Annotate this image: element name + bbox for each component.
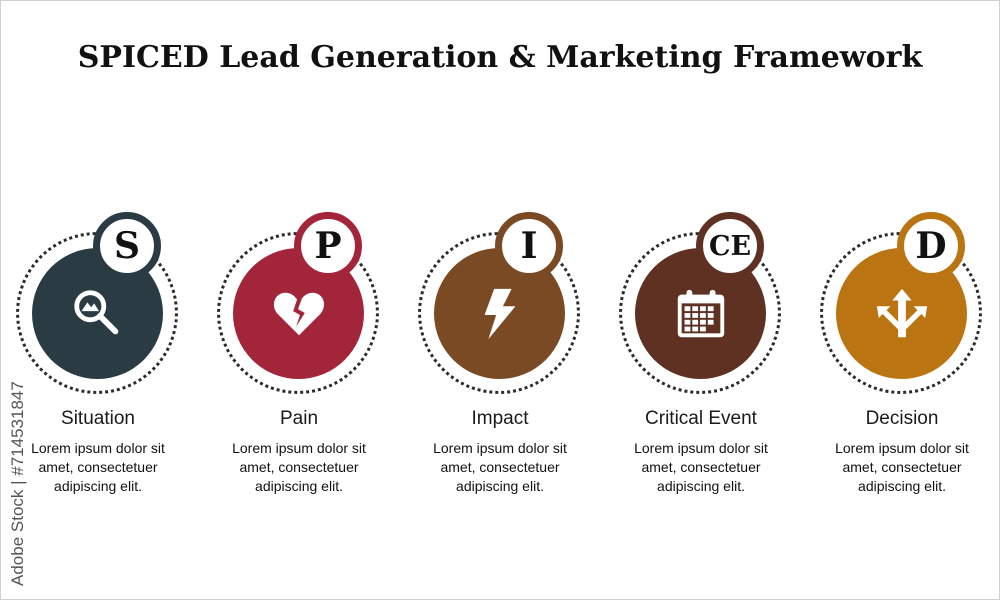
magnifier-icon xyxy=(73,289,118,334)
letter-badge-s: S xyxy=(93,212,161,280)
item-description: Lorem ipsum dolor sit amet, consectetuer… xyxy=(433,440,567,494)
item-situation: S Situation Lorem ipsum dolor sit amet, … xyxy=(0,210,200,510)
stock-watermark: Adobe Stock | #714531847 xyxy=(8,381,27,586)
decision-arrows-icon xyxy=(876,288,927,337)
letter-badge-i: I xyxy=(495,212,563,280)
item-label: Impact xyxy=(471,408,529,429)
broken-heart-icon xyxy=(273,292,324,335)
item-impact: I Impact Lorem ipsum dolor sit amet, con… xyxy=(402,210,602,510)
item-description: Lorem ipsum dolor sit amet, consectetuer… xyxy=(232,440,366,494)
item-description: Lorem ipsum dolor sit amet, consectetuer… xyxy=(835,440,969,494)
page-title: SPICED Lead Generation & Marketing Frame… xyxy=(77,40,923,75)
item-label: Decision xyxy=(865,408,939,429)
item-description: Lorem ipsum dolor sit amet, consectetuer… xyxy=(634,440,768,494)
letter-badge-p: P xyxy=(294,212,362,280)
item-label: Situation xyxy=(61,408,135,429)
calendar-icon xyxy=(677,289,724,337)
item-label: Critical Event xyxy=(645,408,757,429)
item-critical-event: CE Critical Event Lorem ipsum dolor sit … xyxy=(603,210,803,510)
letter-badge-ce: CE xyxy=(696,212,764,280)
item-description: Lorem ipsum dolor sit amet, consectetuer… xyxy=(31,440,165,494)
lightning-icon xyxy=(484,288,515,339)
item-label: Pain xyxy=(279,408,319,429)
item-decision: D Decision Lorem ipsum dolor sit amet, c… xyxy=(804,210,1000,510)
item-pain: P Pain Lorem ipsum dolor sit amet, conse… xyxy=(201,210,401,510)
letter-badge-d: D xyxy=(897,212,965,280)
